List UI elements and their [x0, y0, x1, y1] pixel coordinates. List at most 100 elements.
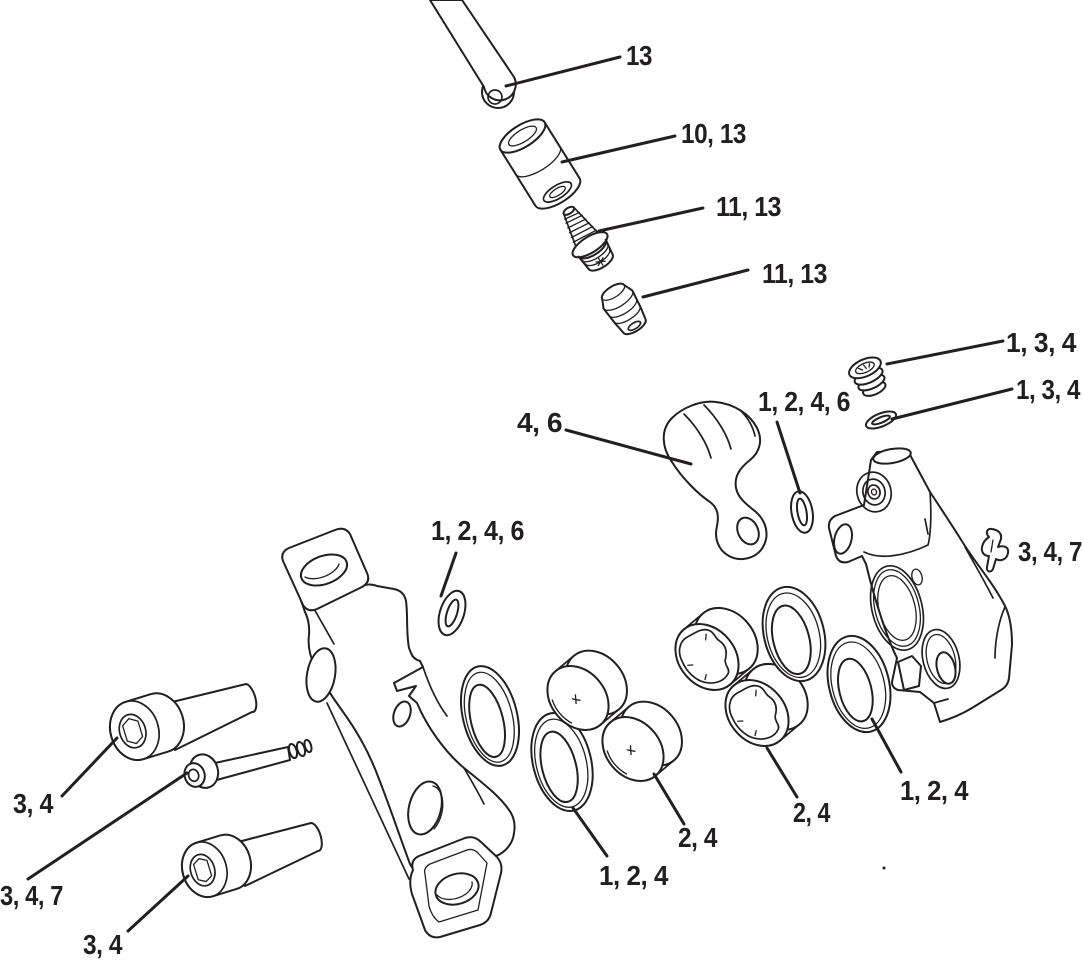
caliper-bottom-ear-face [423, 848, 488, 923]
compression-olive [600, 282, 647, 336]
piston-face-mark [606, 745, 636, 775]
bleed-head-face [854, 361, 875, 375]
callout-cam-lever: 4, 6 [517, 407, 562, 438]
leader-seal-outer [870, 717, 903, 774]
caliper-inner-bore-crescent [432, 785, 444, 830]
banjo-ring-outer [855, 471, 893, 513]
caliper-outer-small-hole [911, 568, 923, 586]
callout-bleed-oring: 1, 3, 4 [1016, 374, 1081, 405]
callout-bolt-lower: 3, 4 [83, 929, 123, 960]
caliper-top-ear-slot [299, 553, 349, 587]
caliper-outer-outline [827, 450, 1013, 723]
piston-scallop [728, 684, 780, 740]
cam-lever-eye [736, 516, 760, 546]
leader-lines [26, 55, 1014, 933]
caliper-outer-ear-slot [832, 523, 854, 555]
seal-outer-band [830, 641, 887, 730]
leader-olive [641, 268, 750, 299]
leader-hose [504, 55, 622, 88]
leader-cam-oring-right [775, 420, 802, 495]
cam-oring-left [437, 589, 467, 637]
leader-bushing [560, 134, 677, 164]
caliper-outer-tab [897, 655, 922, 691]
caliper-outer-half [827, 447, 1013, 723]
piston-seal-b [761, 585, 827, 683]
leader-pistons-inner [652, 772, 686, 826]
barb-tip [562, 205, 576, 216]
piston-outer-1 [674, 606, 759, 691]
pad-pin-threads [287, 738, 313, 760]
seal-a-hole [468, 683, 507, 758]
barb-head [577, 238, 614, 272]
bushing-hex-line [515, 146, 562, 178]
piston-seal-a [460, 665, 520, 767]
leader-pad-pin [26, 771, 189, 881]
hose-barb-fitting [562, 205, 614, 272]
bolt-lower-shaft [237, 821, 323, 887]
bushing-top-chamfer [507, 125, 538, 147]
banjo-ring-dot [870, 488, 878, 496]
cam-oring-right [790, 490, 814, 534]
caliper-top-ear-slot-crescent [304, 563, 340, 580]
bolt-upper-shaft [167, 683, 258, 751]
banjo-ring-mid [862, 478, 886, 506]
barb-flange [571, 231, 609, 259]
bleed-screw [848, 356, 887, 397]
bolt-lower-socket [189, 853, 216, 887]
clip-outline [980, 527, 1010, 573]
callout-barb: 11, 13 [716, 191, 781, 222]
callout-labels: 13 10, 13 11, 13 11, 13 1, 3, 4 1, 3, 4 … [0, 40, 1083, 960]
olive-ridges [602, 289, 641, 325]
banjo-ring-inner [867, 484, 881, 500]
piston-seal-inner [530, 711, 594, 813]
oring-left-hole [444, 598, 460, 628]
cam-lever-grooves [683, 404, 756, 459]
caliper-bottom-ear-slot-crescent [436, 881, 473, 901]
bore-large-outer [869, 564, 925, 652]
caliper-outer-top-face [872, 447, 912, 465]
bolt-upper-head-face [109, 700, 160, 761]
clip-crease [990, 539, 994, 553]
bore-large-mid [873, 569, 921, 647]
mounting-bolt-lower [180, 821, 323, 898]
bolt-upper-socket-hex [121, 718, 144, 745]
leader-barb [597, 206, 705, 233]
callout-olive: 11, 13 [762, 258, 827, 289]
callout-bushing: 10, 13 [681, 118, 746, 149]
cam-lever [662, 400, 768, 560]
callout-bolt-upper: 3, 4 [13, 788, 54, 819]
bolt-upper-head [108, 692, 185, 761]
hydraulic-hose [429, 0, 517, 109]
callout-seal-outer: 1, 2, 4 [900, 775, 969, 806]
pad-pin-shaft [212, 746, 291, 782]
bolt-lower-socket-hex [192, 857, 213, 883]
leader-cam-lever [564, 428, 693, 466]
callout-pistons-outer: 2, 4 [793, 797, 831, 828]
piston-inner-2 [601, 700, 683, 782]
pad-spring-clip [980, 527, 1010, 573]
hose-tube [429, 0, 517, 102]
bolt-upper-socket [118, 713, 147, 749]
seal-b-hole [770, 604, 812, 676]
callout-cam-oring-left: 1, 2, 4, 6 [431, 515, 524, 546]
bleed-oring-hole [871, 414, 891, 426]
bushing-top-face [498, 118, 547, 154]
leader-bolt-upper [60, 736, 119, 798]
callout-hose: 13 [626, 40, 652, 71]
caliper-inner-half [281, 527, 516, 939]
barb-torx [595, 257, 606, 267]
oring-right-hole [795, 497, 809, 527]
seal-b-band [765, 592, 822, 679]
callout-clip: 3, 4, 7 [1018, 536, 1082, 567]
bleed-torx-marks [857, 362, 871, 371]
caliper-inner-bore-hole [407, 780, 443, 836]
callout-pistons-inner: 2, 4 [678, 822, 718, 853]
bolt-lower-head-face [181, 841, 228, 898]
leader-cam-oring-left [439, 551, 458, 598]
olive-bore [627, 320, 642, 332]
caliper-inner-peg [392, 700, 412, 728]
callout-pad-pin: 3, 4, 7 [0, 880, 63, 911]
caliper-bottom-ear-slot [434, 872, 480, 906]
